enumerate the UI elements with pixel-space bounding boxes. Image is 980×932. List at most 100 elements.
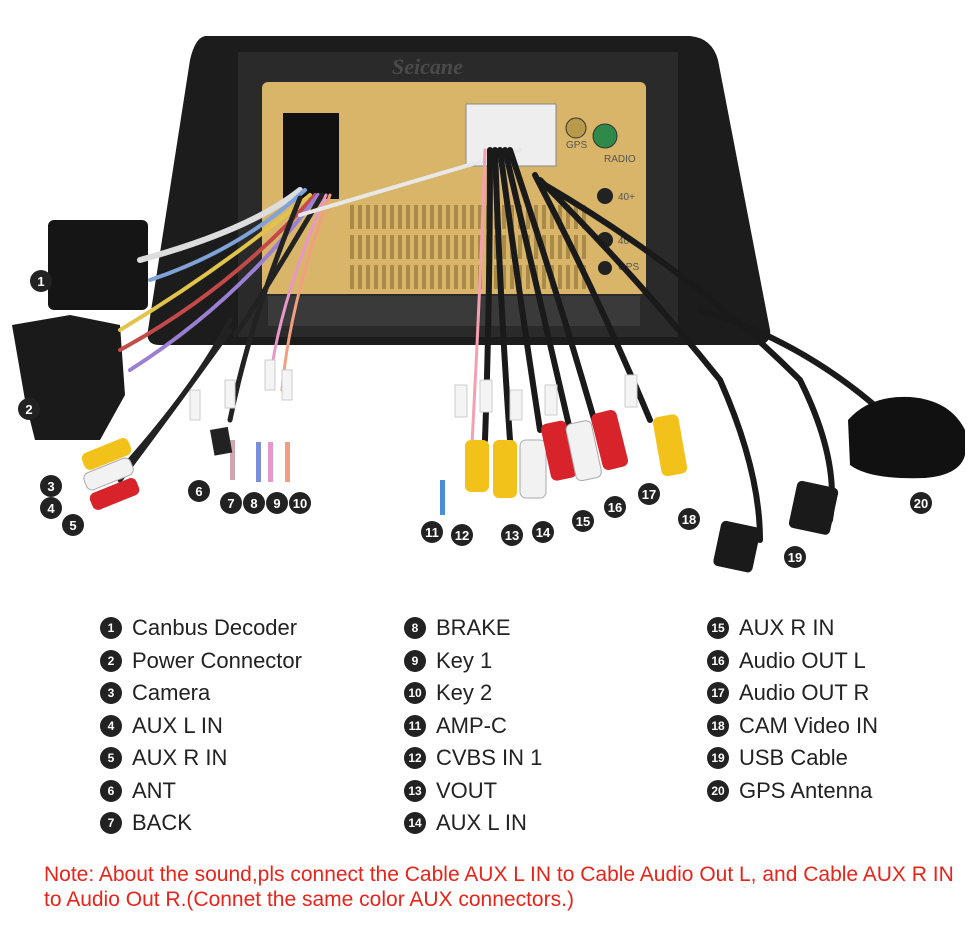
callout-6: 6 <box>188 480 210 502</box>
callout-7: 7 <box>220 492 242 514</box>
legend-number: 14 <box>404 812 426 835</box>
legend-label: AUX R IN <box>739 615 835 641</box>
harness-wires <box>117 147 883 543</box>
vent-slot <box>398 205 402 229</box>
vent-slot <box>542 205 546 229</box>
vent-slot <box>430 265 434 289</box>
vent-slot <box>446 205 450 229</box>
callout-16: 16 <box>604 496 626 518</box>
vent-slot <box>350 205 354 229</box>
legend-label: Audio OUT L <box>739 647 866 673</box>
port-40a-icon <box>597 188 613 204</box>
legend-number: 6 <box>100 779 122 802</box>
vent-slot <box>390 265 394 289</box>
usb-plugs <box>713 480 839 573</box>
vent-slot <box>558 235 562 259</box>
vent-slot <box>382 205 386 229</box>
main-harness-socket <box>283 113 339 199</box>
callout-19: 19 <box>784 546 806 568</box>
vent-slot <box>438 265 442 289</box>
legend-number: 9 <box>404 649 426 672</box>
vent-slot <box>382 235 386 259</box>
radio-port-label: RADIO <box>604 154 636 165</box>
vent-slot <box>558 265 562 289</box>
gps-port-label: GPS <box>566 140 587 151</box>
legend-label: BACK <box>132 810 192 836</box>
vent-slot <box>422 205 426 229</box>
vent-slot <box>470 205 474 229</box>
callout-1: 1 <box>30 270 52 292</box>
vent-slot <box>454 235 458 259</box>
callout-2: 2 <box>18 398 40 420</box>
vent-slot <box>446 265 450 289</box>
vent-slot <box>438 235 442 259</box>
vent-slot <box>526 265 530 289</box>
callout-8: 8 <box>243 492 265 514</box>
legend-number: 8 <box>404 617 426 640</box>
vent-slot <box>574 235 578 259</box>
vent-slot <box>390 235 394 259</box>
vent-slot <box>414 265 418 289</box>
vent-slot <box>566 205 570 229</box>
vent-slot <box>406 265 410 289</box>
legend-label: Key 1 <box>436 647 493 673</box>
callout-18: 18 <box>678 508 700 530</box>
callout-15: 15 <box>572 510 594 532</box>
vent-slot <box>550 235 554 259</box>
vent-slot <box>566 235 570 259</box>
vent-slot <box>494 265 498 289</box>
legend-number: 12 <box>404 747 426 770</box>
callout-3: 3 <box>40 475 62 497</box>
legend-label: AMP-C <box>436 712 507 738</box>
vent-slot <box>470 265 474 289</box>
callout-12: 12 <box>451 524 473 546</box>
legend-number: 1 <box>100 617 122 640</box>
legend-label: AUX L IN <box>132 712 223 738</box>
callout-10: 10 <box>289 492 311 514</box>
legend-number: 10 <box>404 682 426 705</box>
vent-slot <box>414 235 418 259</box>
vent-slot <box>422 265 426 289</box>
gps-port-icon <box>565 117 587 139</box>
legend-number: 3 <box>100 682 122 705</box>
vent-slot <box>446 235 450 259</box>
vent-slot <box>350 235 354 259</box>
legend-label: GPS Antenna <box>739 777 873 803</box>
vent-slot <box>462 205 466 229</box>
callout-14: 14 <box>532 521 554 543</box>
callout-4: 4 <box>40 497 62 519</box>
vent-slot <box>582 205 586 229</box>
vent-slot <box>574 265 578 289</box>
vent-slot <box>550 205 554 229</box>
port-40a-label: 40+ <box>618 192 635 203</box>
vent-slot <box>422 235 426 259</box>
legend-number: 16 <box>707 649 729 672</box>
canbus-decoder <box>48 220 148 310</box>
vent-slot <box>534 235 538 259</box>
pin-connectors-left <box>210 426 290 482</box>
vent-slot <box>414 205 418 229</box>
legend-number: 2 <box>100 649 122 672</box>
vent-slot <box>454 205 458 229</box>
vent-slot <box>542 265 546 289</box>
vent-slot <box>438 205 442 229</box>
legend-number: 4 <box>100 714 122 737</box>
vent-slot <box>502 235 506 259</box>
vent-slot <box>358 265 362 289</box>
vent-slot <box>406 235 410 259</box>
callout-13: 13 <box>501 524 523 546</box>
vent-slot <box>398 235 402 259</box>
vent-slot <box>558 205 562 229</box>
